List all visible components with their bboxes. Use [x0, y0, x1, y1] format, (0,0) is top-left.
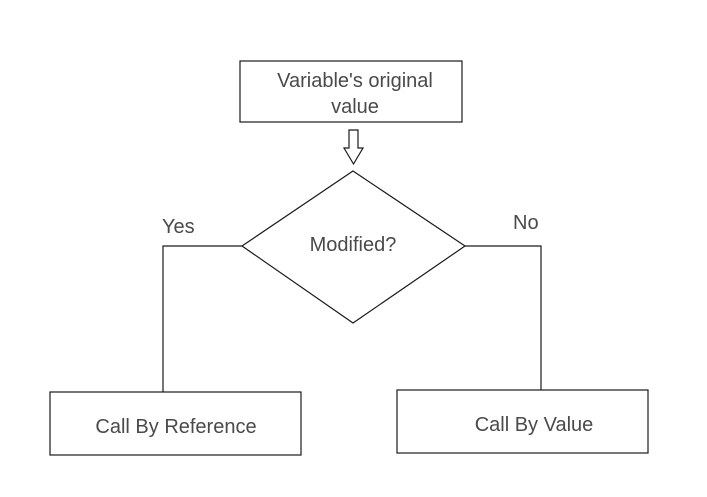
no-edge-label: No [513, 212, 539, 234]
decision-label: Modified? [310, 234, 397, 256]
yes-edge-label: Yes [162, 216, 195, 238]
call-by-reference-box [49, 391, 302, 456]
yes-connector [162, 245, 242, 392]
call-by-reference-node: Call By Reference [49, 391, 302, 456]
start-node: Variable's original value [239, 60, 463, 123]
call-by-value-label: Call By Value [475, 414, 594, 436]
decision-diamond [240, 170, 467, 324]
decision-node: Modified? [240, 170, 467, 324]
start-node-box [239, 60, 463, 123]
call-by-value-box [396, 389, 649, 454]
start-node-label-line2: value [331, 96, 379, 118]
call-by-reference-label: Call By Reference [95, 416, 256, 438]
down-arrow-icon [342, 129, 365, 166]
start-node-label-line1: Variable's original [277, 70, 433, 92]
call-by-value-node: Call By Value [396, 389, 649, 454]
no-connector [465, 245, 542, 390]
